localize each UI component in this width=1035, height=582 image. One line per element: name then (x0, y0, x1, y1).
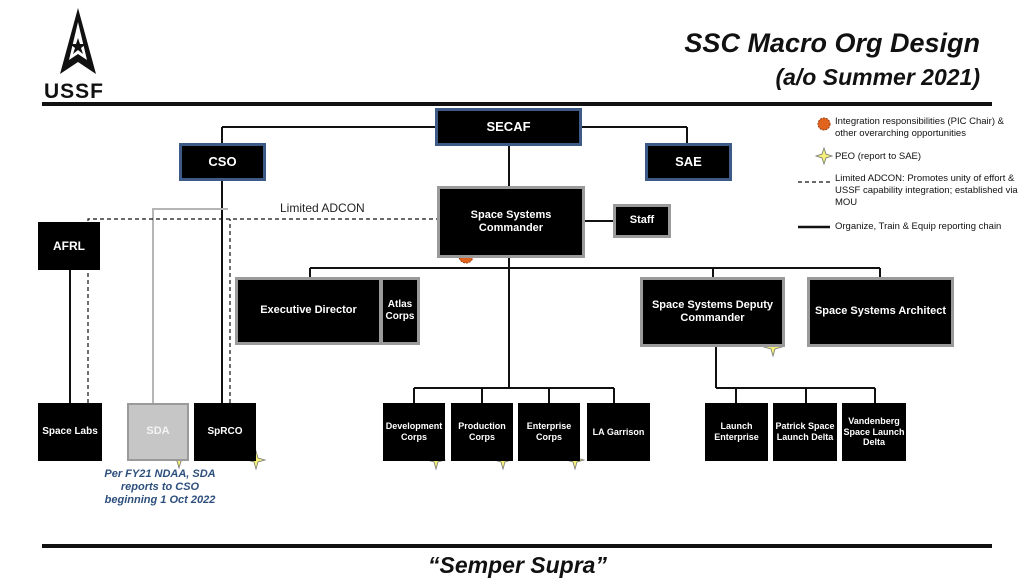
sda-reporting-line (152, 208, 228, 403)
staff-box: Staff (613, 204, 671, 238)
executive-director-box: Executive Director (235, 277, 382, 345)
architect-box: Space Systems Architect (807, 277, 954, 347)
legend-peo-text: PEO (report to SAE) (835, 151, 922, 162)
legend-adcon-text: Limited ADCON: Promotes unity of effort … (835, 173, 1018, 208)
limited-adcon-label: Limited ADCON (280, 201, 365, 215)
deputy-commander-box: Space Systems Deputy Commander (640, 277, 785, 347)
afrl-box: AFRL (38, 222, 100, 270)
vandenberg-delta-box: Vandenberg Space Launch Delta (842, 403, 906, 461)
page-title: SSC Macro Org Design (684, 28, 980, 58)
footer-divider (42, 544, 992, 548)
sda-note: Per FY21 NDAA, SDA reports to CSO beginn… (104, 468, 216, 507)
production-corps-box: Production Corps (451, 403, 513, 461)
sda-box: SDA (127, 403, 189, 461)
legend-otne-text: Organize, Train & Equip reporting chain (835, 221, 1002, 232)
la-garrison-box: LA Garrison (587, 403, 650, 461)
enterprise-corps-box: Enterprise Corps (518, 403, 580, 461)
page-subtitle: (a/o Summer 2021) (775, 64, 980, 90)
development-corps-box: Development Corps (383, 403, 445, 461)
launch-enterprise-box: Launch Enterprise (705, 403, 768, 461)
secaf-box: SECAF (435, 108, 582, 146)
sprco-box: SpRCO (194, 403, 256, 461)
motto: “Semper Supra” (428, 552, 607, 578)
sae-box: SAE (645, 143, 732, 181)
space-systems-commander-box: Space Systems Commander (437, 186, 585, 258)
header-divider (42, 102, 992, 106)
space-labs-box: Space Labs (38, 403, 102, 461)
adcon-dashed-lines (87, 218, 440, 403)
atlas-corps-box: Atlas Corps (380, 277, 420, 345)
solid-reporting-lines (69, 126, 881, 403)
ussf-logo-text: USSF (44, 80, 105, 103)
patrick-delta-box: Patrick Space Launch Delta (773, 403, 837, 461)
legend-integration-icon (817, 117, 831, 131)
legend-integration-text: Integration responsibilities (PIC Chair)… (835, 116, 1004, 139)
ussf-delta-logo-icon (60, 8, 96, 74)
cso-box: CSO (179, 143, 266, 181)
legend-star-icon (814, 146, 834, 166)
